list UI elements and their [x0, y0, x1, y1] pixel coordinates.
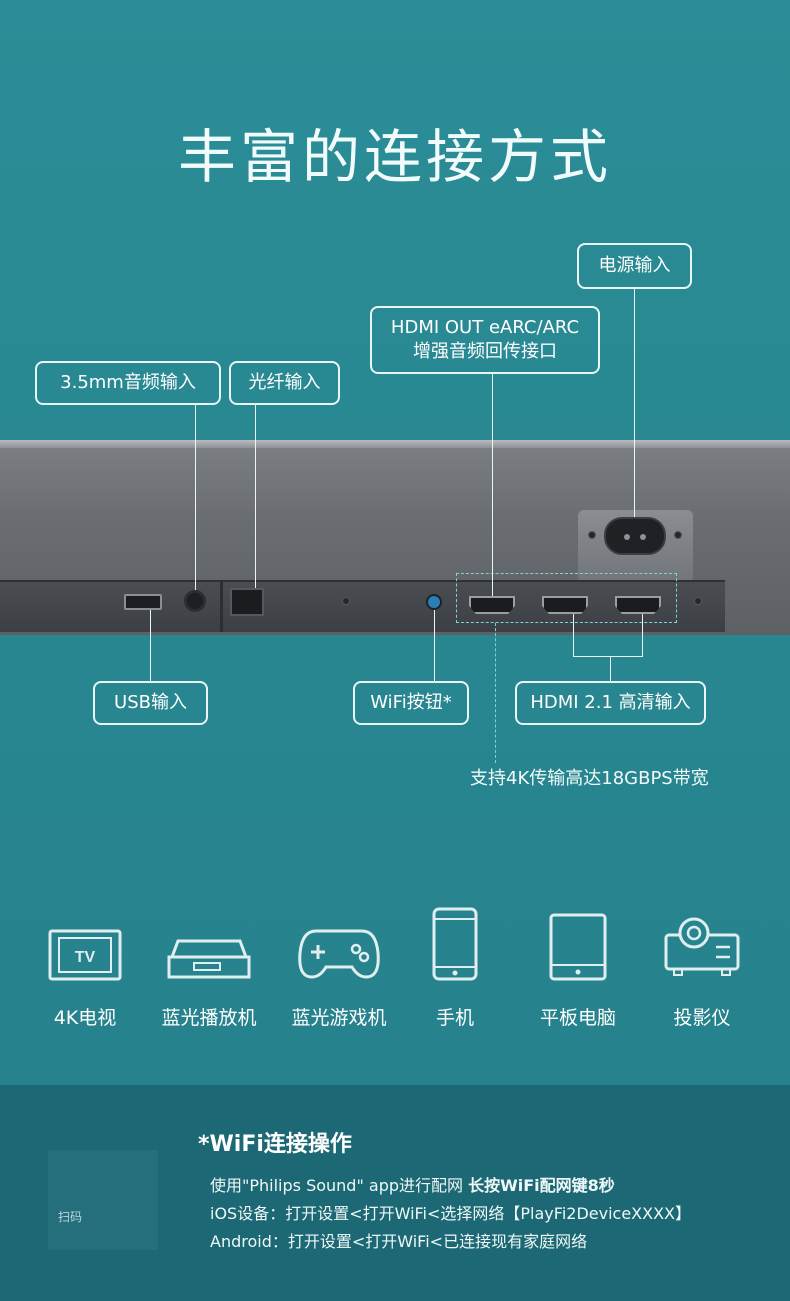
power-input-label: 电源输入: [577, 243, 692, 289]
device-bluray-player: 蓝光播放机: [144, 905, 274, 1030]
tv-icon-text: TV: [75, 949, 96, 966]
optical-input-label: 光纤输入: [229, 361, 340, 405]
device-label: 4K电视: [53, 1007, 117, 1029]
power-connector-line: [634, 289, 635, 517]
port-panel: [0, 580, 725, 632]
game-controller-icon: [298, 929, 380, 979]
projector-icon: [664, 917, 740, 976]
usb-input-text: USB输入: [114, 691, 187, 713]
device-phone: 手机: [390, 905, 520, 1030]
device-label: 蓝光游戏机: [291, 1007, 387, 1029]
hdmi-in-joint: [573, 656, 643, 657]
screw: [674, 531, 682, 539]
qr-code-image: [48, 1150, 158, 1250]
audio-35mm-label: 3.5mm音频输入: [35, 361, 221, 405]
device-label: 蓝光播放机: [161, 1007, 257, 1029]
tv-icon: TV: [48, 929, 122, 981]
usb-connector-line: [150, 610, 151, 682]
bandwidth-dashed-line: [495, 623, 496, 763]
usb-input-label: USB输入: [93, 681, 208, 725]
power-socket: [604, 517, 666, 555]
panel-divider: [220, 580, 223, 632]
hdmi-in-port-1: [542, 596, 588, 614]
wifi-button-label: WiFi按钮*: [353, 681, 469, 725]
hdmi-out-connector-line: [492, 374, 493, 596]
hdmi-out-text-line1: HDMI OUT eARC/ARC: [390, 316, 580, 338]
hdmi-in-text: HDMI 2.1 高清输入: [530, 691, 691, 713]
optical-connector-line: [255, 405, 256, 588]
page-title: 丰富的连接方式: [177, 123, 612, 191]
device-tv: TV 4K电视: [20, 905, 150, 1030]
hdmi-in-stem: [610, 656, 611, 682]
screw: [342, 597, 350, 605]
audio-jack: [184, 590, 206, 612]
phone-icon: [432, 907, 478, 981]
power-input-text: 电源输入: [598, 254, 671, 276]
hdmi-highlight-box: [456, 573, 677, 623]
optical-input-text: 光纤输入: [248, 371, 321, 393]
device-game-console: 蓝光游戏机: [274, 905, 404, 1030]
bluray-player-icon: [167, 939, 251, 979]
audio-35mm-text: 3.5mm音频输入: [60, 371, 196, 393]
hdmi-out-text-line2: 增强音频回传接口: [413, 341, 557, 362]
device-label: 手机: [435, 1007, 474, 1029]
usb-port: [124, 594, 162, 610]
hdmi-in-label: HDMI 2.1 高清输入: [515, 681, 706, 725]
wifi-connector-line: [434, 610, 435, 682]
footer-title: *WiFi连接操作: [198, 1132, 352, 1157]
device-tablet: 平板电脑: [513, 905, 643, 1030]
hdmi-in-port-2: [615, 596, 661, 614]
instruction-line-3: Android：打开设置<打开WiFi<已连接现有家庭网络: [210, 1232, 588, 1251]
screw: [588, 531, 596, 539]
optical-port: [230, 588, 264, 616]
qr-code-text: 扫码: [58, 1210, 83, 1224]
instruction-line-1: 使用"Philips Sound" app进行配网 长按WiFi配网键8秒: [210, 1172, 615, 1196]
device-label: 投影仪: [673, 1007, 731, 1029]
device-projector: 投影仪: [637, 905, 767, 1030]
bandwidth-note: 支持4K传输高达18GBPS带宽: [470, 768, 709, 789]
hdmi-in-line-2: [642, 614, 643, 656]
audio-connector-line: [195, 405, 196, 590]
soundbar-top-rim: [0, 440, 790, 448]
instruction-line-1-prefix: 使用"Philips Sound" app进行配网: [210, 1176, 469, 1195]
hdmi-in-line-1: [573, 614, 574, 656]
hdmi-out-label: HDMI OUT eARC/ARC 增强音频回传接口: [370, 306, 600, 374]
wifi-button-text: WiFi按钮*: [370, 691, 452, 713]
device-label: 平板电脑: [539, 1007, 616, 1029]
tablet-icon: [549, 913, 607, 981]
hdmi-out-port: [469, 596, 515, 614]
instruction-line-2: iOS设备：打开设置<打开WiFi<选择网络【PlayFi2DeviceXXXX…: [210, 1204, 692, 1223]
instruction-line-1-bold: 长按WiFi配网键8秒: [468, 1176, 615, 1195]
wifi-button: [426, 594, 442, 610]
screw: [694, 597, 702, 605]
